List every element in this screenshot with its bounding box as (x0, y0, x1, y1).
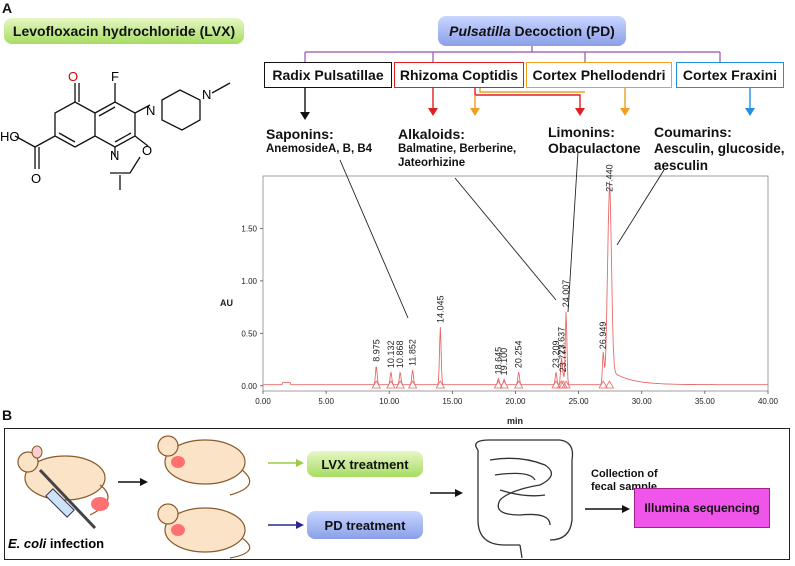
atom-o2: O (68, 69, 78, 84)
pd-connector (300, 46, 755, 120)
class-coumarins: Coumarins: Aesculin, glucoside, aesculin (654, 124, 794, 174)
class-title: Limonins: (548, 124, 615, 140)
peak-marker (604, 380, 615, 389)
x-axis-title: min (507, 416, 523, 426)
atom-n3: N (110, 148, 119, 163)
pd-title-italic: Pulsatilla (449, 23, 511, 39)
x-tick-label: 35.00 (695, 397, 716, 406)
herb-cortex-fraxini: Cortex Fraxini (676, 62, 784, 88)
x-tick-label: 25.00 (569, 397, 590, 406)
peak-marker (395, 380, 405, 389)
peak-label: 23.637 (556, 327, 566, 355)
peak-label: 10.132 (386, 341, 396, 369)
peak-marker (499, 380, 509, 389)
y-tick-label: 0.50 (241, 329, 257, 338)
class-title: Coumarins: (654, 124, 732, 140)
lvx-title: Levofloxacin hydrochloride (LVX) (12, 23, 236, 39)
peak-marker (493, 380, 504, 389)
illumina-sequencing-box: Illumina sequencing (634, 488, 770, 528)
lvx-treatment-pill: LVX treatment (307, 451, 423, 477)
atom-ho: HO (0, 129, 20, 144)
class-detail: Aesculin, glucoside, aesculin (654, 141, 785, 173)
syringe-icon (38, 468, 109, 530)
rat-infected-icon (17, 445, 109, 516)
peak-label: 23.209 (551, 341, 561, 369)
herb-label: Radix Pulsatillae (272, 67, 384, 83)
atom-n2: N (202, 87, 211, 102)
workflow-panel (4, 428, 790, 560)
y-tick-label: 1.50 (241, 224, 257, 233)
herb-label: Rhizoma Coptidis (399, 67, 519, 83)
y-tick-label: 1.00 (241, 277, 257, 286)
hplc-chromatogram: 0.00 5.00 10.00 15.00 20.00 25.00 30.00 35.00 40… (220, 151, 779, 426)
class-detail: Obaculactone (548, 140, 641, 156)
rat-pd-icon (157, 503, 251, 559)
peak-label: 10.868 (395, 341, 405, 369)
pd-title-pill: Pulsatilla Decoction (PD) (438, 16, 626, 46)
peak-label: 8.975 (371, 339, 381, 362)
peak-marker (371, 380, 381, 389)
atom-n1: N (146, 103, 155, 118)
peak-label: 19.100 (499, 348, 509, 376)
peak-marker (561, 380, 571, 389)
peak-label: 24.007 (561, 280, 571, 308)
atom-f: F (111, 69, 119, 84)
lvx-title-pill: Levofloxacin hydrochloride (LVX) (4, 18, 244, 44)
x-tick-label: 5.00 (318, 397, 334, 406)
herb-label: Cortex Fraxini (682, 67, 778, 83)
pd-treatment-label: PD treatment (324, 517, 406, 533)
peak-label: 14.045 (435, 295, 445, 323)
herb-label: Cortex Phellodendri (532, 67, 666, 83)
peak-marker (598, 380, 608, 389)
class-alkaloids: Alkaloids: Balmatine, Berberine, Jateorh… (398, 126, 538, 170)
class-title: Alkaloids: (398, 126, 465, 142)
pd-title-rest: Decoction (PD) (510, 23, 615, 39)
peak-label: 20.254 (514, 341, 524, 369)
peak-label: 11.852 (408, 339, 418, 366)
atom-o3: O (31, 171, 41, 186)
intestine-icon (475, 439, 574, 559)
peak-marker (551, 380, 561, 389)
peak-label: 26.949 (598, 322, 608, 350)
class-saponins: Saponins: AnemosideA, B, B4 (266, 126, 406, 156)
panel-b-label: B (2, 407, 13, 423)
class-title: Saponins: (266, 126, 334, 142)
rat-lvx-icon (157, 435, 251, 496)
y-axis-title: AU (220, 298, 233, 308)
x-tick-label: 0.00 (255, 397, 271, 406)
lvx-treatment-label: LVX treatment (321, 456, 409, 472)
class-detail: AnemosideA, B, B4 (266, 143, 373, 155)
x-tick-label: 40.00 (758, 397, 779, 406)
peak-marker (407, 380, 418, 389)
pd-title: Pulsatilla Decoction (PD) (449, 23, 615, 39)
atom-o1: O (142, 143, 152, 158)
illumina-sequencing-label: Illumina sequencing (644, 501, 760, 515)
peak-label: 27.440 (604, 164, 614, 192)
levofloxacin-structure: F N N N O O HO O (0, 69, 231, 190)
peak-marker (514, 380, 524, 389)
herb-radix-pulsatillae: Radix Pulsatillae (264, 62, 392, 88)
herb-rhizoma-coptidis: Rhizoma Coptidis (394, 62, 524, 88)
x-tick-label: 10.00 (379, 397, 400, 406)
pd-treatment-pill: PD treatment (307, 511, 423, 539)
x-tick-label: 20.00 (505, 397, 526, 406)
y-tick-label: 0.00 (241, 382, 257, 391)
x-tick-label: 30.00 (632, 397, 653, 406)
class-detail: Balmatine, Berberine, Jateorhizine (398, 143, 517, 169)
class-limonins: Limonins: Obaculactone (548, 124, 658, 156)
x-tick-label: 15.00 (442, 397, 463, 406)
chromatogram-trace (263, 181, 768, 386)
y-ticks: 0.00 0.50 1.00 1.50 (241, 224, 263, 391)
infection-label: E. coli infection (8, 536, 104, 551)
x-ticks: 0.00 5.00 10.00 15.00 20.00 25.00 30.00 35.00 40… (255, 391, 779, 406)
peak-marker (435, 380, 446, 389)
peak-label: 18.645 (493, 347, 503, 375)
panel-a-label: A (2, 0, 13, 16)
callout-lines (339, 151, 665, 319)
peak-label: 23.777 (558, 345, 568, 373)
herb-cortex-phellodendri: Cortex Phellodendri (526, 62, 672, 88)
peak-marker (386, 380, 396, 389)
